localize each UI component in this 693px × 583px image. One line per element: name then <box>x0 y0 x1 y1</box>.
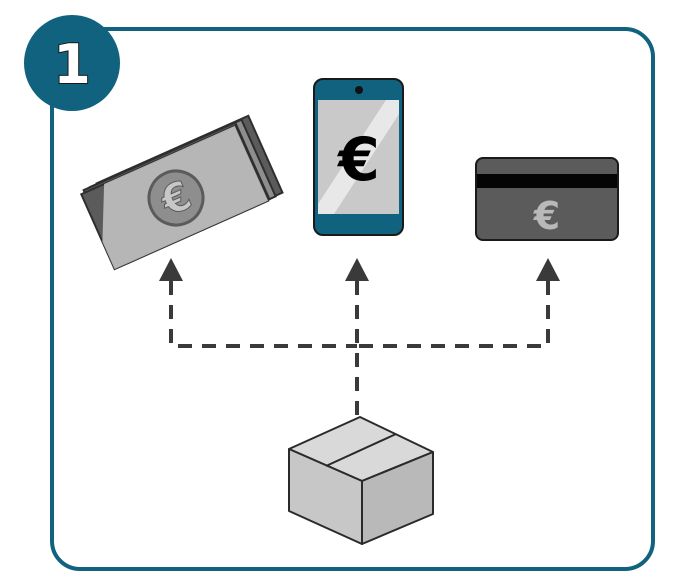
step-number: 1 <box>53 33 91 96</box>
connector-right <box>357 281 550 348</box>
arrowheads <box>159 258 560 281</box>
credit-card-icon: € <box>475 157 619 241</box>
connector-lines <box>169 281 550 418</box>
arrow-to-card <box>536 258 560 281</box>
arrow-to-banknotes <box>159 258 183 281</box>
card-euro-symbol: € <box>533 194 560 238</box>
package-box-icon <box>288 416 434 545</box>
phone-euro-symbol: € <box>336 125 380 195</box>
step-badge: 1 <box>24 15 120 111</box>
arrow-to-phone <box>345 258 369 281</box>
banknotes-icon: € <box>79 114 284 271</box>
mobile-payment-icon: € <box>313 78 404 236</box>
